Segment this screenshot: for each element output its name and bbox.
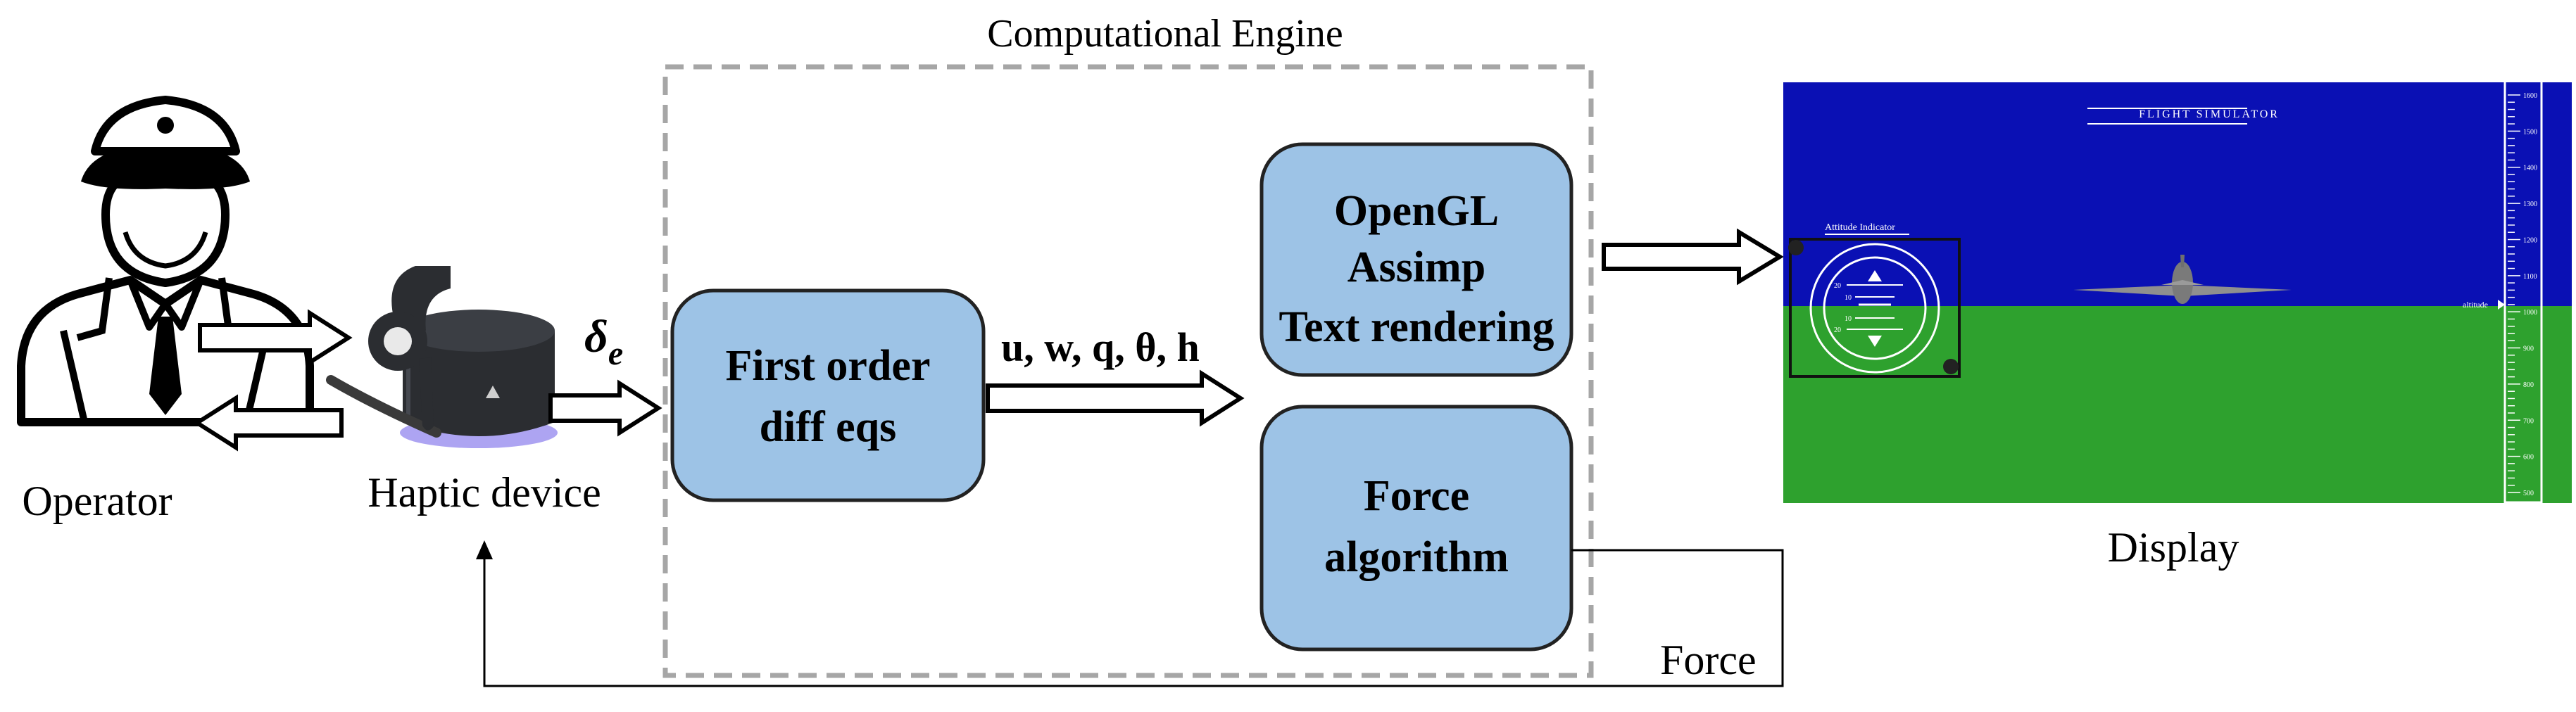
state-variables-label: u, w, q, θ, h — [1001, 324, 1200, 370]
computational-engine-region — [662, 64, 1594, 678]
arrow-operator-to-haptic — [198, 309, 353, 367]
altitude-tick-label: 1400 — [2523, 165, 2537, 172]
altitude-tick-label: 900 — [2523, 345, 2534, 353]
altitude-tick-label: 600 — [2523, 454, 2534, 462]
altitude-pointer — [2498, 300, 2505, 310]
force-algorithm-line1: Force — [1364, 472, 1469, 520]
force-feedback-line — [483, 549, 1784, 687]
altitude-tick-label: 1000 — [2523, 309, 2537, 317]
operator-icon — [17, 96, 314, 426]
altitude-tick-label: 1200 — [2523, 236, 2537, 244]
operator-label: Operator — [22, 478, 172, 524]
attitude-indicator-frame — [1789, 238, 1961, 378]
altitude-tick-label: 1100 — [2523, 273, 2537, 281]
arrow-renderer-to-display — [1602, 228, 1784, 286]
force-algorithm-line2: algorithm — [1324, 533, 1509, 581]
display-screen: FLIGHT SIMULATOR Attitude Indicator 20 1… — [1783, 77, 2572, 504]
altitude-tick-group: 1600 1500 1400 1300 1200 1100 1000 900 800 700 600… — [2508, 92, 2537, 497]
altitude-tick-label: 800 — [2523, 381, 2534, 389]
altitude-label: altitude — [2463, 300, 2488, 310]
diff-eqs-line1: First order — [726, 342, 931, 390]
pitch-mark-bottom-left: 20 — [1834, 326, 1841, 334]
pitch-mark-upper-left: 10 — [1845, 294, 1852, 302]
pitch-mark-lower-left: 10 — [1845, 315, 1852, 323]
altitude-tick-label: 1600 — [2523, 92, 2537, 100]
altitude-tick-label: 1300 — [2523, 201, 2537, 208]
rendering-line3: Text rendering — [1279, 303, 1554, 351]
rendering-line1: OpenGL — [1334, 187, 1499, 235]
altitude-tick-label: 500 — [2523, 490, 2534, 497]
arrow-haptic-to-diff-eqs — [548, 379, 662, 437]
force-feedback-arrowhead — [476, 540, 493, 559]
engine-title: Computational Engine — [987, 12, 1343, 56]
altitude-tick-label: 1500 — [2523, 128, 2537, 136]
diff-eqs-line2: diff eqs — [760, 403, 897, 451]
altitude-tick-label: 700 — [2523, 417, 2534, 425]
rendering-box — [1259, 142, 1573, 377]
pitch-mark-top-left: 20 — [1834, 282, 1841, 290]
force-algorithm-box — [1259, 405, 1573, 651]
attitude-indicator-label: Attitude Indicator — [1825, 222, 1895, 233]
display-ground — [1783, 306, 2572, 503]
haptic-device-icon — [326, 266, 558, 448]
altitude-tape — [2503, 77, 2543, 504]
airplane-icon — [2073, 255, 2292, 304]
arrow-haptic-to-operator — [193, 394, 344, 452]
elevator-deflection-label: δe — [584, 311, 623, 372]
diff-eqs-box — [670, 288, 986, 502]
simulator-title: FLIGHT SIMULATOR — [2139, 108, 2280, 120]
haptic-device-label: Haptic device — [367, 469, 601, 516]
force-label: Force — [1660, 637, 1757, 683]
display-label: Display — [2108, 524, 2239, 571]
arrow-diff-eqs-to-renderer — [986, 369, 1245, 427]
rendering-line2: Assimp — [1347, 243, 1485, 291]
